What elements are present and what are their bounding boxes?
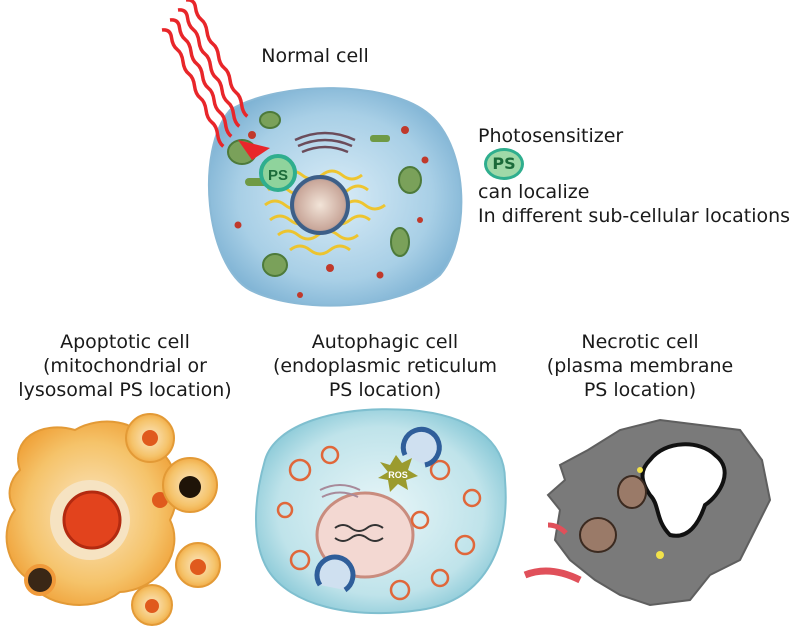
apoptotic-cell-label: Apoptotic cell (mitochondrial or lysosom… — [18, 331, 232, 401]
golgi-apparatus — [294, 131, 356, 154]
autophagic-cell-label: Autophagic cell (endoplasmic reticulum P… — [272, 331, 498, 401]
necrotic-cell — [523, 418, 772, 607]
apoptotic-bodies — [125, 413, 221, 626]
necrotic-mitochondria — [579, 475, 647, 553]
autophagosomes — [276, 445, 482, 601]
ps-in-cell-label: PS — [268, 167, 288, 184]
necrotic-membrane-fragment — [523, 567, 582, 584]
autophagic-vacuole — [400, 426, 442, 468]
ros-label: ROS — [388, 470, 408, 480]
normal-cell-title: Normal cell — [261, 45, 369, 67]
autophagic-cell: ROS — [255, 408, 507, 615]
lysosomes — [234, 126, 429, 298]
normal-cell: PS — [207, 87, 463, 307]
er-striations — [319, 484, 361, 498]
normal-cell-nucleus — [290, 175, 350, 235]
necrotic-cell-label: Necrotic cell (plasma membrane PS locati… — [546, 331, 734, 401]
ps-badge-icon: PS — [484, 148, 524, 180]
light-wave-icon — [161, 0, 249, 148]
apoptotic-cell — [5, 413, 221, 626]
necrotic-vacuole — [640, 442, 727, 538]
light-arrow-icon — [238, 140, 270, 160]
ros-burst-icon — [378, 455, 418, 492]
ps-in-cell-icon — [259, 154, 297, 192]
